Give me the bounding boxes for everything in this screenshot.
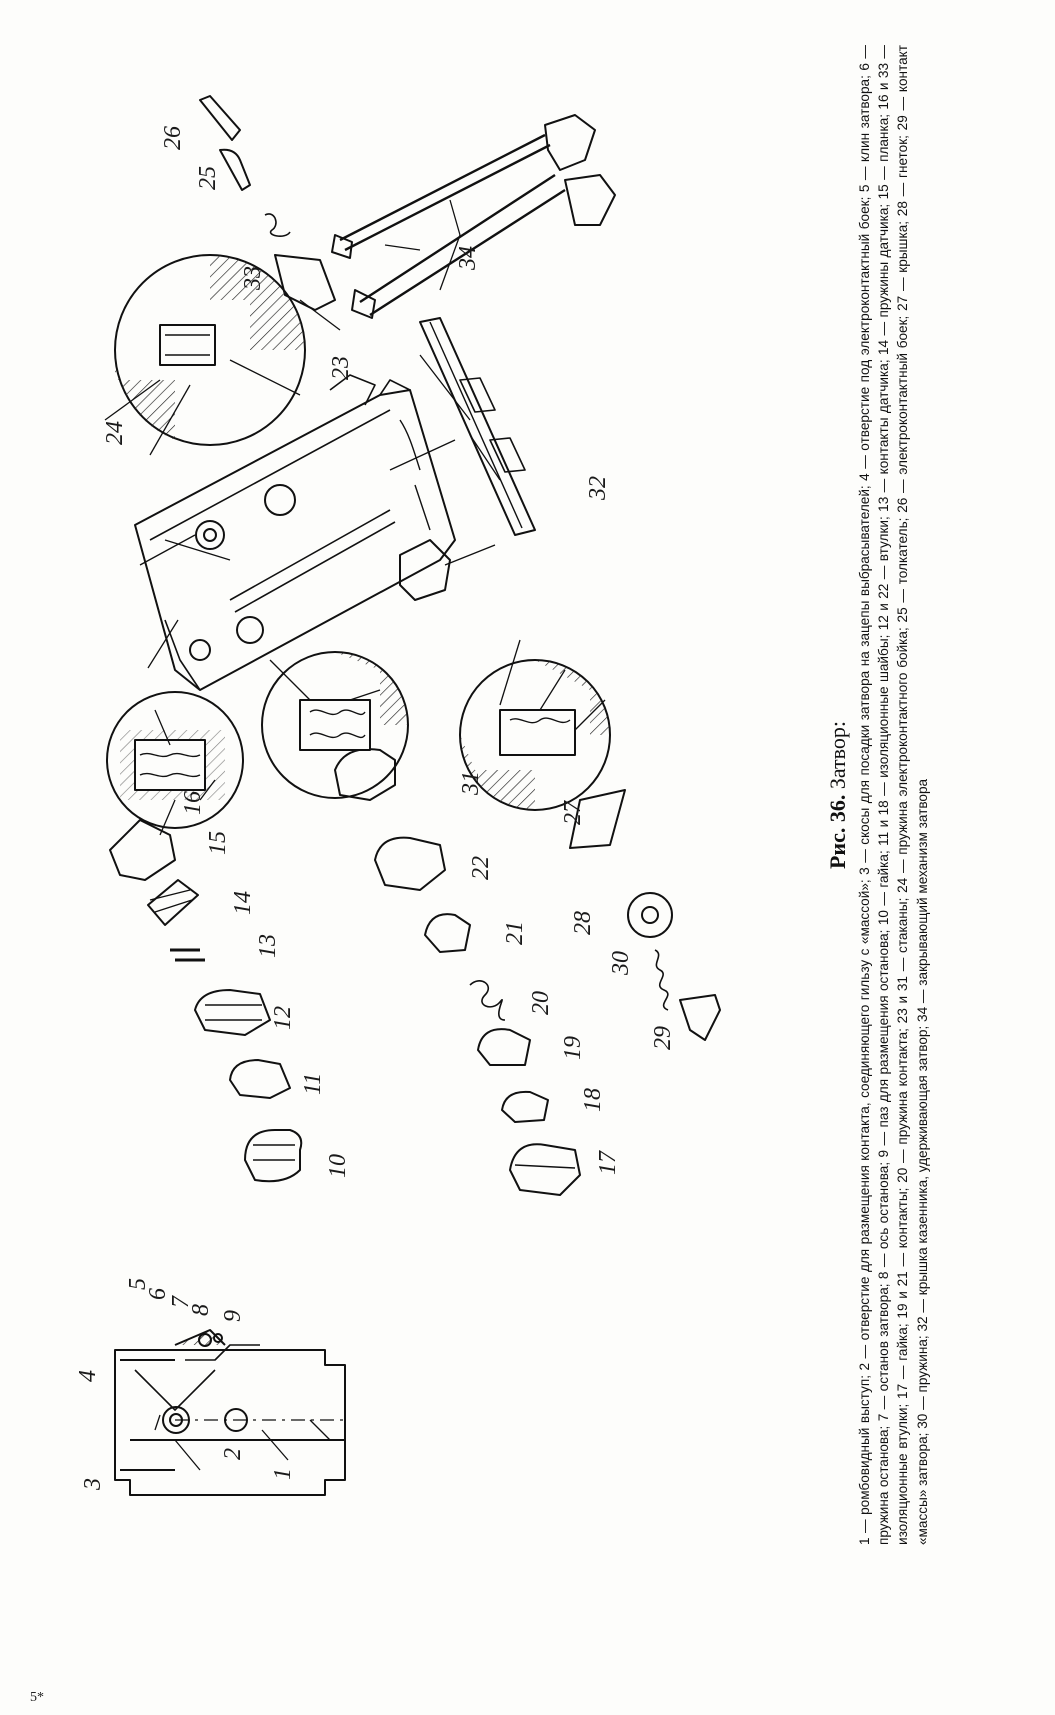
leader-lines [104, 199, 606, 1471]
callout-20: 20 [528, 991, 554, 1015]
parts-13-16 [109, 819, 205, 962]
detail-circle-right [459, 659, 611, 811]
callout-15: 15 [205, 831, 231, 855]
callout-2: 2 [220, 1448, 246, 1460]
callout-14: 14 [230, 891, 256, 915]
callout-24: 24 [102, 421, 128, 445]
figure-title: Рис. 36. Затвор: [825, 45, 851, 1545]
figure-name: Затвор: [825, 720, 850, 790]
callout-27: 27 [560, 800, 586, 825]
figure-legend: 1 — ромбовидный выступ; 2 — отверстие дл… [857, 45, 930, 1545]
callout-16: 16 [180, 791, 206, 815]
figure-caption: Рис. 36. Затвор: 1 — ромбовидный выступ;… [825, 45, 932, 1545]
detail-circle-top [114, 254, 306, 446]
parts-17-22-31 [334, 748, 581, 1196]
callout-17: 17 [595, 1150, 621, 1175]
callout-19: 19 [560, 1036, 586, 1060]
callout-11: 11 [300, 1073, 326, 1095]
callout-18: 18 [580, 1088, 606, 1112]
breech-side-view [114, 1329, 346, 1496]
callout-3: 3 [80, 1478, 106, 1491]
callout-25: 25 [195, 166, 221, 190]
callout-8: 8 [188, 1304, 214, 1316]
callout-4: 4 [75, 1370, 101, 1382]
callout-1: 1 [270, 1468, 296, 1480]
parts-23-26 [199, 95, 336, 311]
callout-26: 26 [160, 126, 186, 150]
callout-29: 29 [650, 1026, 676, 1050]
breech-main-block [134, 374, 456, 691]
detail-circle-left [106, 691, 244, 829]
callout-12: 12 [270, 1006, 296, 1030]
callout-28: 28 [570, 911, 596, 935]
callout-5: 5 [125, 1278, 151, 1290]
figure-number: Рис. 36. [825, 794, 850, 870]
callout-9: 9 [220, 1310, 246, 1322]
callout-31: 31 [458, 771, 484, 796]
callout-23: 23 [328, 356, 354, 380]
callout-33: 33 [240, 266, 266, 291]
callout-7: 7 [168, 1295, 194, 1308]
callout-34: 34 [455, 246, 481, 271]
callout-22: 22 [468, 856, 494, 880]
callout-labels: 1 2 3 4 5 6 7 8 9 10 11 12 13 14 15 16 1… [75, 126, 676, 1491]
mechanism-34 [331, 114, 616, 319]
detail-circle-middle [261, 651, 409, 799]
callout-32: 32 [585, 476, 611, 501]
callout-13: 13 [255, 934, 281, 958]
callout-30: 30 [608, 951, 634, 976]
callout-21: 21 [502, 921, 528, 945]
parts-27-30 [569, 789, 721, 1041]
page-marker: 5* [30, 1690, 44, 1705]
plate-32 [419, 317, 536, 536]
parts-10-12 [194, 989, 303, 1183]
callout-6: 6 [145, 1288, 171, 1300]
callout-10: 10 [325, 1154, 351, 1178]
